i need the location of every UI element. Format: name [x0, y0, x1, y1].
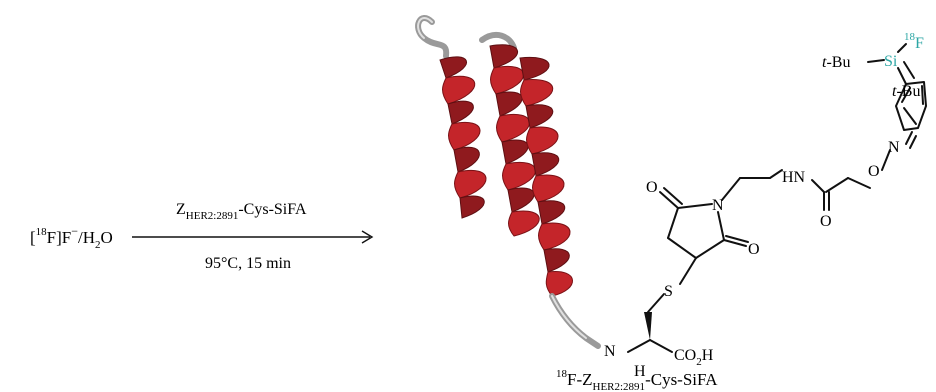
helix-3: [519, 56, 573, 297]
product-rest: -Cys-SiFA: [645, 370, 718, 389]
product-isotope: 18: [556, 368, 568, 380]
atom-carboxylic-acid: CO2H: [674, 347, 714, 368]
atom-imide-n: N: [712, 197, 724, 214]
reactant-charge: −: [71, 224, 78, 238]
atom-t-bu-left: t-Bu: [822, 54, 850, 71]
protein-loop-mid: [479, 31, 517, 51]
helix-2: [489, 44, 540, 237]
reactant-solvent-b: O: [101, 228, 113, 247]
atom-amine-n: N: [604, 343, 616, 360]
chemical-structure: [627, 43, 927, 353]
atom-imide-o-top: O: [646, 179, 658, 196]
atom-fluorine-18: 18F: [904, 31, 924, 52]
precursor-sub: HER2:2891: [186, 210, 239, 222]
reactant-label: [18F]F−/H2O: [30, 224, 113, 251]
product-label: 18F-ZHER2:2891-Cys-SiFA: [556, 368, 718, 392]
precursor-rest: -Cys-SiFA: [238, 201, 307, 218]
conditions-above: ZHER2:2891-Cys-SiFA: [176, 201, 307, 222]
product-prefix: F-Z: [567, 370, 593, 389]
product-sub: HER2:2891: [593, 381, 646, 392]
helix-1: [439, 56, 487, 219]
affibody-ribbon: [415, 15, 601, 349]
reaction-arrow: [132, 230, 374, 244]
atom-t-bu-right: t-Bu: [892, 83, 920, 100]
precursor-z: Z: [176, 201, 186, 218]
reactant-solvent-a: /H: [78, 228, 95, 247]
reactant-prefix: [: [30, 228, 36, 247]
atom-oxime-o: O: [868, 163, 880, 180]
atom-amide-hn: HN: [782, 169, 806, 186]
atom-silicon: Si: [884, 53, 898, 70]
protein-c-terminus: [549, 293, 601, 349]
atom-oxime-n: N: [888, 139, 900, 156]
atom-amide-o: O: [820, 213, 832, 230]
reactant-isotope: 18: [36, 226, 48, 238]
reactant-solvent-sub: 2: [95, 239, 101, 251]
atom-sulfur: S: [664, 283, 673, 300]
atom-amine-h: H: [634, 363, 646, 380]
conditions-below: 95°C, 15 min: [205, 255, 291, 272]
reactant-fluoride: F]F: [47, 228, 72, 247]
atom-imide-o-bottom: O: [748, 241, 760, 258]
